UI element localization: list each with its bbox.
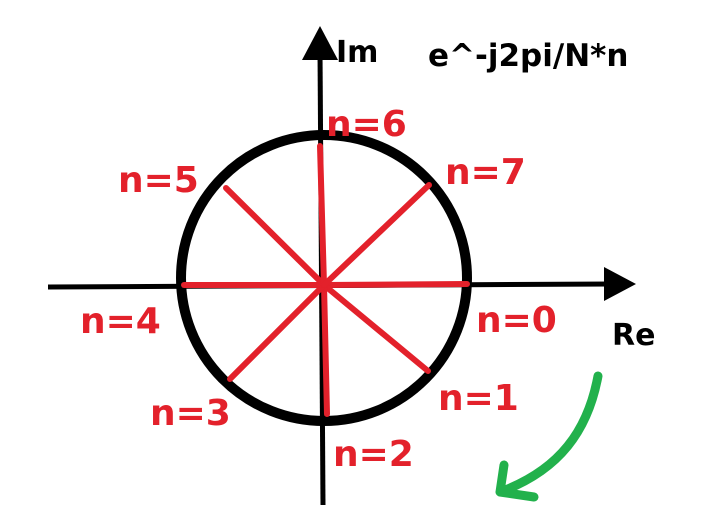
label-n7: n=7 [445, 152, 526, 193]
label-n2: n=2 [333, 434, 414, 475]
unit-circle [176, 130, 472, 426]
label-n6: n=6 [326, 104, 407, 145]
label-n3: n=3 [150, 393, 231, 434]
rotation-direction-arrow [495, 371, 603, 502]
spoke-n7 [321, 182, 432, 288]
formula-label: e^-j2pi/N*n [428, 38, 628, 74]
spoke-n6 [317, 143, 327, 288]
label-n0: n=0 [476, 300, 557, 341]
spoke-n3 [227, 282, 327, 382]
real-axis-label: Re [612, 318, 655, 353]
label-n5: n=5 [118, 160, 199, 201]
spoke-n1 [321, 282, 431, 374]
spoke-n0 [321, 281, 470, 288]
real-axis-arrowhead [604, 267, 636, 301]
spoke-n5 [223, 185, 327, 288]
spoke-n2 [321, 282, 330, 417]
label-n4: n=4 [80, 301, 161, 342]
imag-axis-label: Im [336, 35, 378, 70]
label-n1: n=1 [438, 378, 519, 419]
imag-axis-arrowhead [302, 26, 338, 60]
spokes [181, 143, 470, 417]
